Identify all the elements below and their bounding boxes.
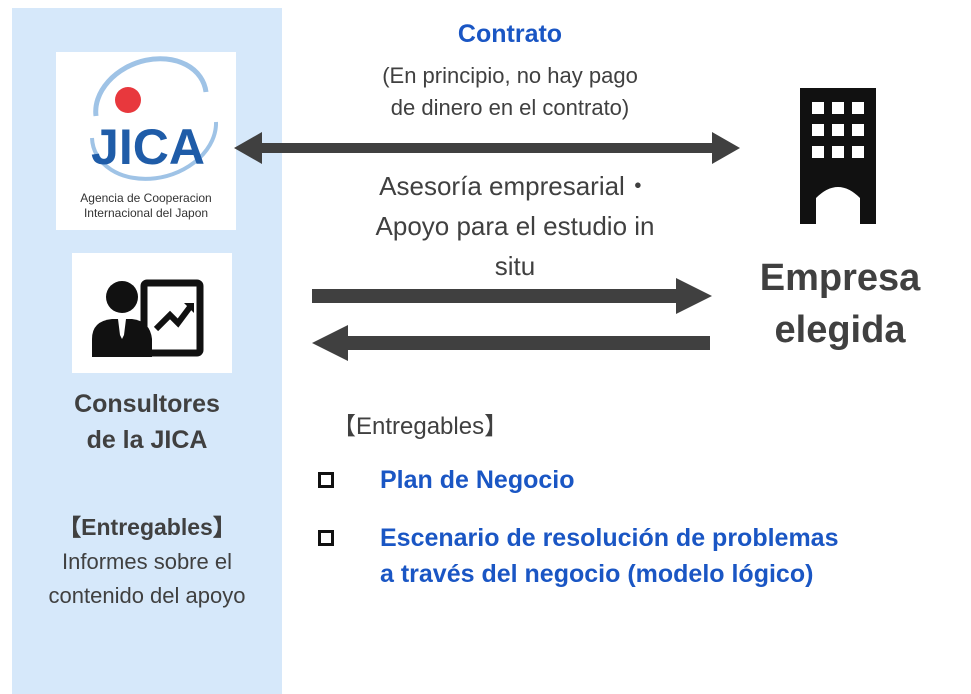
contract-title: Contrato: [457, 20, 563, 48]
jica-logo-swoosh-lower: [90, 121, 219, 181]
consultant-name: Consultores de la JICA: [74, 390, 220, 454]
support-line-3: situ: [494, 251, 536, 281]
contract-double-arrow: [234, 132, 740, 164]
building-icon: [800, 88, 876, 224]
feedback-arrow-left: [312, 325, 710, 361]
checkbox-square-icon: [318, 472, 334, 488]
jica-logo-wordmark: JICA: [91, 119, 205, 175]
consultant-deliverables-text: Informes sobre el contenido del apoyo: [48, 549, 246, 608]
jica-agency-name-line2: Internacional del Japon: [84, 206, 208, 220]
contract-note: (En principio, no hay pago de dinero en …: [382, 63, 638, 120]
jica-agency-name-line1: Agencia de Cooperacion: [80, 191, 211, 205]
checkbox-square-icon: [318, 530, 334, 546]
deliverable-item-logic-model: Escenario de resolución de problemas a t…: [318, 520, 838, 592]
consultant-icon-box: [72, 253, 232, 373]
jica-logo: JICA Agencia de Cooperacion Internaciona…: [56, 52, 236, 230]
consultant-deliverables-title: 【Entregables】: [58, 514, 236, 540]
support-line-2: Apoyo para el estudio in: [375, 211, 655, 241]
support-arrow-right: [312, 278, 712, 314]
deliverable-item-business-plan: Plan de Negocio: [318, 462, 574, 498]
jica-logo-swoosh: [93, 56, 209, 117]
support-line-1: Asesoría empresarial・: [379, 171, 651, 201]
consultant-presentation-icon: [92, 279, 204, 357]
support-description: Asesoría empresarial・ Apoyo para el estu…: [310, 166, 720, 286]
company-name: Empresa elegida: [759, 257, 921, 351]
deliverable-item-label: Escenario de resolución de problemas a t…: [380, 524, 839, 588]
jica-logo-sun: [115, 87, 141, 113]
deliverable-item-label: Plan de Negocio: [380, 466, 575, 494]
jica-logo-graphic: JICA Agencia de Cooperacion Internaciona…: [80, 56, 219, 220]
company-deliverables-title: 【Entregables】: [332, 413, 509, 440]
